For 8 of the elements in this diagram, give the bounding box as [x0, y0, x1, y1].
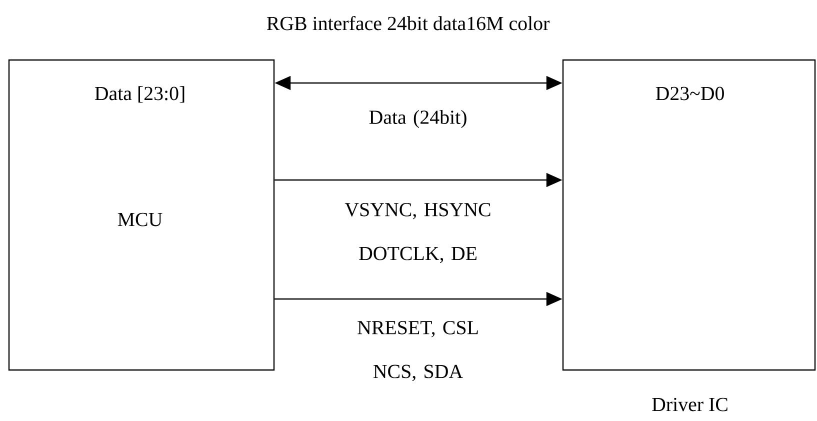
box-label: Driver IC	[652, 398, 728, 412]
title: RGB interface 24bit data16M color	[266, 16, 550, 30]
edge-label: VSYNC, HSYNC DOTCLK, DE	[344, 202, 490, 264]
box-label: D23~D0	[656, 86, 724, 100]
edge-label: Data (24bit)	[369, 110, 466, 128]
edge-label: NRESET, CSL NCS, SDA	[358, 320, 478, 382]
box-label: MCU	[118, 212, 162, 226]
box-label: Data [23:0]	[94, 86, 184, 103]
